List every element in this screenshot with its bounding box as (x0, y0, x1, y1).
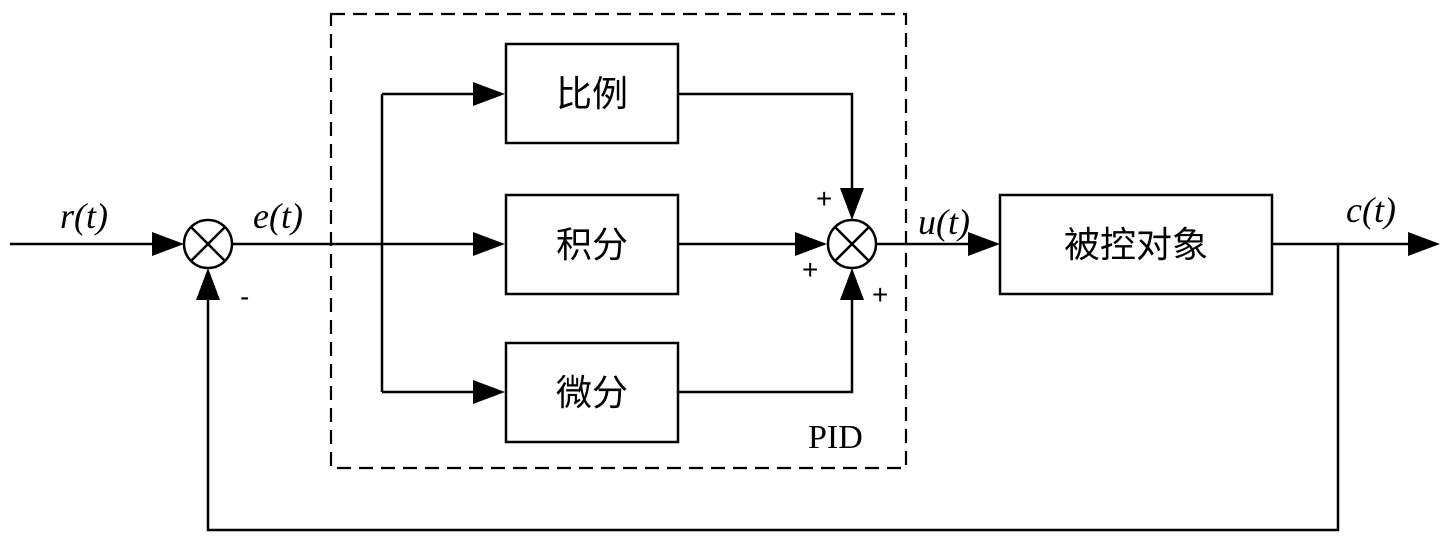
error-signal-label: e(t) (253, 196, 303, 236)
reference-signal-label: r(t) (60, 196, 108, 236)
proportional-block (504, 42, 680, 145)
integral-input-arrow (473, 232, 505, 256)
error-summing-junction (182, 218, 234, 270)
feedback-arrow (196, 268, 220, 300)
feedback-line (206, 244, 1340, 532)
integral-block (504, 193, 680, 296)
feedback-minus-sign: - (240, 281, 249, 312)
proportional-output-line (678, 92, 854, 205)
pid-controller-boundary (329, 12, 908, 470)
derivative-input-arrow (473, 380, 505, 404)
output-arrow (1408, 232, 1440, 256)
input-arrow (152, 232, 184, 256)
integral-output-arrow (795, 232, 827, 256)
pid-summing-junction (826, 218, 878, 270)
derivative-output-line (678, 283, 854, 394)
plant-label: 被控对象 (1064, 225, 1208, 266)
output-signal-label: c(t) (1346, 190, 1396, 230)
derivative-plus-sign: + (872, 279, 888, 310)
proportional-input-arrow (473, 82, 505, 106)
pid-group-label: PID (808, 419, 863, 456)
derivative-label: 微分 (556, 373, 628, 414)
proportional-plus-sign: + (816, 183, 832, 214)
proportional-output-arrow (840, 188, 864, 220)
integral-label: 积分 (556, 225, 628, 266)
proportional-label: 比例 (556, 74, 628, 115)
control-signal-label: u(t) (918, 202, 970, 242)
derivative-output-arrow (840, 268, 864, 300)
plant-block (998, 193, 1274, 296)
integral-plus-sign: + (802, 254, 818, 285)
control-arrow (968, 232, 1000, 256)
